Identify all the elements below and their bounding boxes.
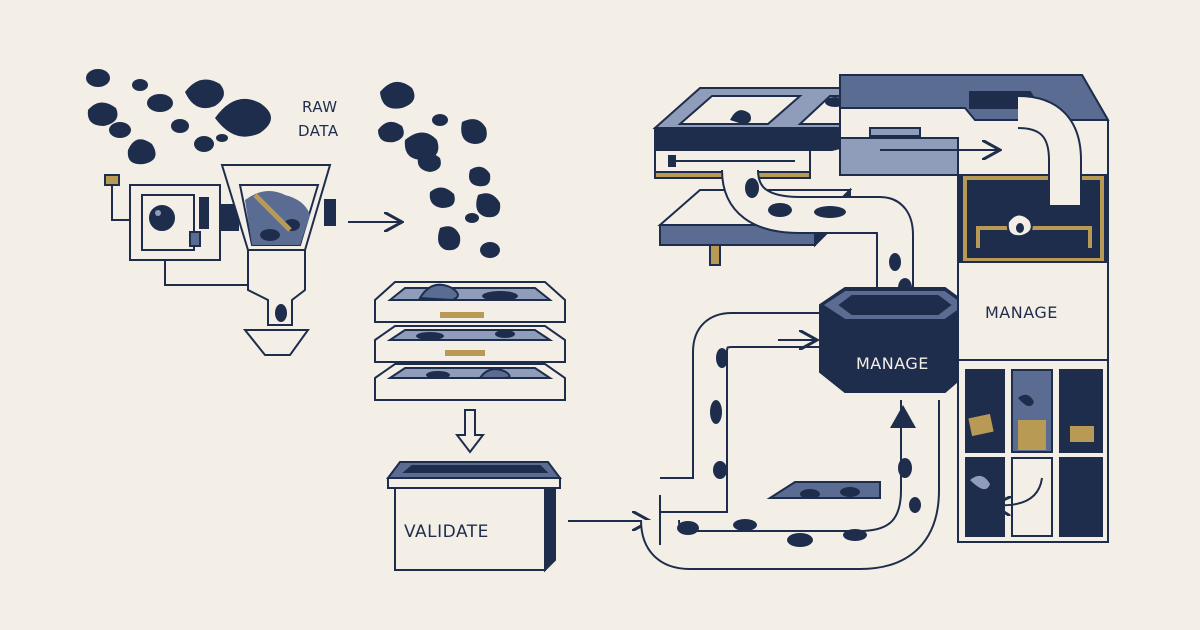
validate-bin (386, 461, 562, 573)
falling-blobs (378, 81, 501, 258)
ingest-machine (104, 164, 336, 356)
curved-arrow-icon (995, 477, 1043, 505)
chute (721, 168, 914, 298)
stacked-trays (374, 281, 566, 401)
manage-right-label: MANAGE (985, 303, 1058, 322)
validate-label: VALIDATE (404, 522, 489, 542)
right-tower (839, 74, 1110, 543)
raw-data-blobs (86, 69, 271, 165)
up-arrow-icon (890, 405, 916, 428)
conveyor-loop (640, 312, 940, 570)
manage-center-label: MANAGE (856, 354, 929, 373)
raw-data-label-line1: RAW (302, 98, 338, 116)
manage-hex-container (819, 287, 969, 393)
down-arrow-icon (454, 409, 486, 454)
raw-data-label-line2: DATA (298, 122, 339, 140)
